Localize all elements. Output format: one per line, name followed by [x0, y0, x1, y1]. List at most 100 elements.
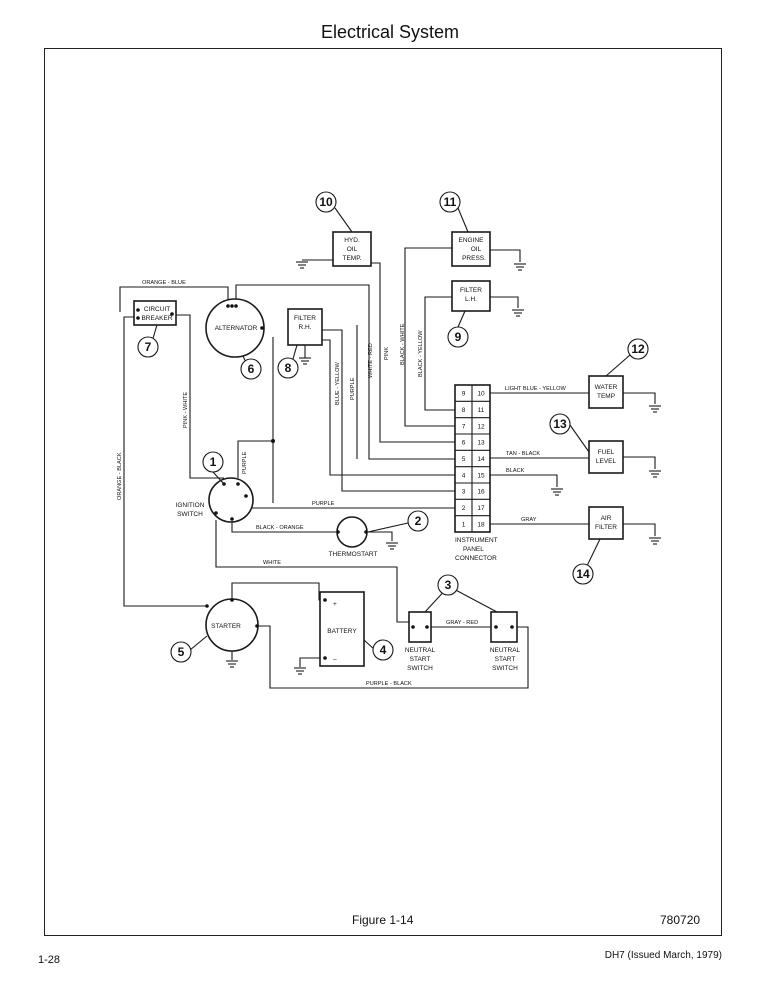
circuit-breaker: CIRCUIT BREAKER [133, 300, 177, 326]
ignition-switch: IGNITION SWITCH [176, 477, 254, 523]
component-label: ALTERNATOR [215, 325, 258, 332]
battery-minus-label: – [333, 656, 337, 663]
ground-symbol [513, 263, 527, 271]
connector-pin-left: 1 [462, 521, 466, 528]
battery-plus-label: + [333, 601, 337, 608]
wire-label: PINK [384, 347, 390, 360]
callout-7: 7 [137, 336, 159, 358]
component-label: TEMP. [342, 255, 361, 262]
component-label: CIRCUIT [144, 306, 170, 313]
wire-orange-blue [119, 286, 229, 312]
wire-purple-to-pin2 [245, 495, 455, 509]
component-label: HYD. [344, 237, 360, 244]
water-temp-sender: WATER TEMP [588, 375, 624, 409]
component-label: ENGINE [459, 237, 485, 244]
neutral-start-switch-right: NEUTRAL START SWITCH [490, 611, 521, 672]
component-label: FILTER [595, 524, 617, 531]
ground-symbol [550, 488, 564, 496]
connector-pin-right: 18 [477, 521, 485, 528]
filter-lh-switch: FILTER L.H. [451, 280, 491, 312]
connector-pin-right: 13 [477, 440, 485, 447]
connector-pin-right: 10 [477, 391, 485, 398]
component-label: LEVEL [596, 458, 617, 465]
svg-text:8: 8 [285, 361, 292, 375]
figure-code: 780720 [660, 913, 701, 927]
component-label: L.H. [465, 296, 477, 303]
wire-label: PURPLE [350, 377, 356, 400]
page-number: 1-28 [38, 954, 61, 966]
thermostart: THERMOSTART [329, 516, 378, 558]
component-label: STARTER [211, 623, 241, 630]
wire-label: BLACK - ORANGE [256, 525, 304, 531]
ground-symbol [648, 405, 662, 413]
svg-text:2: 2 [415, 514, 422, 528]
wire-label: PURPLE - BLACK [366, 681, 412, 687]
component-label: PANEL [463, 546, 484, 553]
component-label: START [495, 656, 516, 663]
battery: BATTERY + – [319, 591, 365, 667]
starter: STARTER [205, 598, 259, 652]
wire-black [490, 474, 558, 487]
figure-frame [44, 48, 722, 936]
wire-labels: ORANGE - BLUE ORANGE - BLACK PINK - WHIT… [117, 280, 566, 687]
wire-label: WHITE - RED [368, 343, 374, 378]
ground-symbol [648, 537, 662, 545]
hyd-oil-temp-sender: HYD. OIL TEMP. [332, 231, 372, 267]
callout-5: 5 [170, 641, 192, 663]
component-label: R.H. [299, 324, 312, 331]
wire-label: BLACK - YELLOW [418, 330, 424, 377]
callout-10: 10 [315, 191, 337, 213]
callout-2: 2 [407, 510, 429, 532]
component-label: INSTRUMENT [455, 537, 498, 544]
wire-label: PINK - WHITE [183, 392, 189, 428]
wire-label: ORANGE - BLUE [142, 280, 186, 286]
wire-ground-air [623, 523, 656, 536]
wire-ground-engine [490, 249, 521, 262]
connector-pin-right: 16 [477, 489, 485, 496]
wire-label: WHITE [263, 560, 281, 566]
component-label: OIL [347, 246, 358, 253]
connector-pin-right: 11 [478, 407, 485, 414]
callouts: 10 11 9 8 6 7 12 13 14 1 2 3 4 5 [137, 191, 649, 663]
svg-text:3: 3 [445, 578, 452, 592]
fuel-level-sender: FUEL LEVEL [588, 440, 624, 474]
svg-text:7: 7 [145, 340, 152, 354]
wire-label: PURPLE [312, 501, 335, 507]
wire-blue-yellow [322, 339, 455, 476]
component-label: NEUTRAL [490, 647, 521, 654]
svg-text:5: 5 [178, 645, 185, 659]
wire-starter-battery [231, 582, 325, 601]
wire-label: BLUE - YELLOW [335, 361, 341, 405]
component-label: CONNECTOR [455, 555, 497, 562]
callout-13: 13 [549, 413, 571, 435]
wire-pink-white [176, 314, 224, 479]
page-title: Electrical System [320, 22, 460, 42]
wire-label: GRAY - RED [446, 620, 478, 626]
callout-9: 9 [447, 326, 469, 348]
callout-11: 11 [439, 191, 461, 213]
wire-label: TAN - BLACK [506, 451, 540, 457]
connector-pin-left: 5 [462, 456, 466, 463]
component-label: WATER [595, 384, 618, 391]
wire-ground-water [623, 392, 656, 404]
ground-symbol [511, 309, 525, 317]
wire-label: GRAY [521, 517, 537, 523]
component-label: FILTER [294, 315, 316, 322]
wire-filter-lh [424, 296, 455, 411]
connector-pin-left: 4 [462, 472, 466, 479]
component-label: BATTERY [327, 628, 357, 635]
component-label: FILTER [460, 287, 482, 294]
document-reference: DH7 (Issued March, 1979) [604, 950, 722, 961]
wire-black-orange [231, 521, 336, 533]
callout-6: 6 [240, 358, 262, 380]
component-label: SWITCH [177, 511, 203, 518]
callout-8: 8 [277, 357, 299, 379]
wire-label: BLACK - WHITE [400, 323, 406, 365]
component-label: THERMOSTART [329, 551, 378, 558]
svg-text:9: 9 [455, 330, 462, 344]
wire-purple-ignition [237, 440, 274, 503]
component-label: NEUTRAL [405, 647, 436, 654]
wire-engine-oil-press [404, 247, 455, 427]
connector-pin-right: 12 [477, 423, 485, 430]
